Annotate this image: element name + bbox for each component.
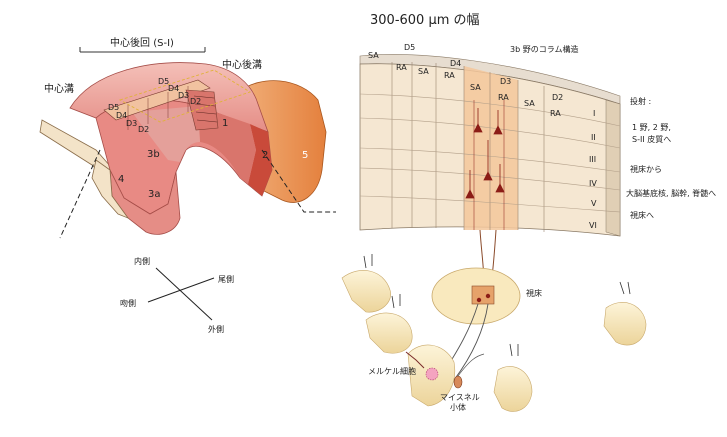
- layer-IV: IV: [589, 179, 597, 188]
- digit-3b-d5: D5: [108, 103, 119, 112]
- col-d4-sa: SA: [418, 67, 429, 76]
- fingertip-5: [603, 302, 647, 346]
- col-d3-sa: SA: [470, 83, 481, 92]
- col-d4-digit: D4: [450, 59, 461, 68]
- lateral-label: 外側: [208, 324, 224, 334]
- d3-column-highlight: [464, 66, 518, 230]
- digit-1-d4: D4: [168, 84, 179, 93]
- layer-I: I: [593, 109, 595, 118]
- merkel-cell-label: メルケル細胞: [368, 366, 416, 376]
- from-thalamus-label: 視床から: [630, 164, 662, 174]
- col-d3-ra: RA: [498, 93, 509, 102]
- col-d2-digit: D2: [552, 93, 563, 102]
- fingertips: メルケル細胞 マイスネル 小体: [341, 254, 647, 412]
- area-2-label: 2: [262, 150, 268, 161]
- caudal-label: 尾側: [218, 274, 234, 284]
- col-d5-digit: D5: [404, 43, 415, 52]
- layer-III: III: [589, 155, 596, 164]
- meissner-label-line2: 小体: [450, 402, 466, 412]
- col-d2-sa: SA: [524, 99, 535, 108]
- projection-label: 投射 :: [630, 96, 651, 106]
- area-5-label: 5: [302, 150, 308, 161]
- digit-1-d5: D5: [158, 77, 169, 86]
- area-4-region: [91, 159, 130, 219]
- postcentral-gyrus-diagram: 中心後回 (S-I) 中心溝 中心後溝 1 2 3b 3a 4 5 D5 D4 …: [39, 36, 336, 239]
- digit-1-d2: D2: [190, 97, 201, 106]
- column-structure-diagram: 300-600 μm の幅 3b 野のコラム構造 SA D5 RA SA D4 …: [359, 13, 716, 381]
- to-areas-line2: S-II 皮質へ: [632, 134, 671, 144]
- medial-label: 内側: [134, 256, 150, 266]
- fingertip-2: [365, 312, 413, 354]
- cortical-neurons: [465, 100, 505, 230]
- to-basal-label: 大脳基底核, 脳幹, 脊髄へ: [626, 188, 716, 198]
- col-d5-ra: RA: [396, 63, 407, 72]
- postcentral-gyrus-title: 中心後回 (S-I): [110, 36, 174, 49]
- orientation-compass: 内側 尾側 吻側 外側: [120, 256, 234, 334]
- area-4-label: 4: [118, 174, 124, 185]
- meissner-label-line1: マイスネル: [440, 393, 480, 402]
- col-d4-ra: RA: [444, 71, 455, 80]
- digit-1-d3: D3: [178, 91, 189, 100]
- area-1-label: 1: [222, 118, 228, 129]
- col-d3-digit: D3: [500, 77, 511, 86]
- column-structure-title: 3b 野のコラム構造: [510, 44, 578, 54]
- area-3a-region: [109, 169, 181, 235]
- area-2-band: [248, 124, 272, 196]
- column-width-label: 300-600 μm の幅: [370, 13, 480, 28]
- layer-VI: VI: [589, 221, 597, 230]
- digit-3b-d4: D4: [116, 111, 127, 120]
- area-3b-label: 3b: [147, 149, 160, 160]
- fingertip-1: [341, 270, 391, 313]
- digit-3b-d2: D2: [138, 125, 149, 134]
- col-d5-sa: SA: [368, 51, 379, 60]
- to-areas-line1: 1 野, 2 野,: [632, 123, 671, 132]
- rostral-label: 吻側: [120, 298, 136, 308]
- col-d2-ra: RA: [550, 109, 561, 118]
- area-3a-label: 3a: [148, 189, 161, 200]
- area-3b-band: [132, 106, 200, 162]
- digit-3b-d3: D3: [126, 119, 137, 128]
- postcentral-sulcus-label: 中心後溝: [222, 58, 262, 71]
- central-sulcus-label: 中心溝: [44, 82, 74, 95]
- to-thalamus-label: 視床へ: [630, 210, 654, 220]
- layer-V: V: [591, 199, 597, 208]
- fingertip-4: [493, 366, 533, 412]
- thalamus-label: 視床: [526, 288, 542, 298]
- layer-II: II: [591, 133, 596, 142]
